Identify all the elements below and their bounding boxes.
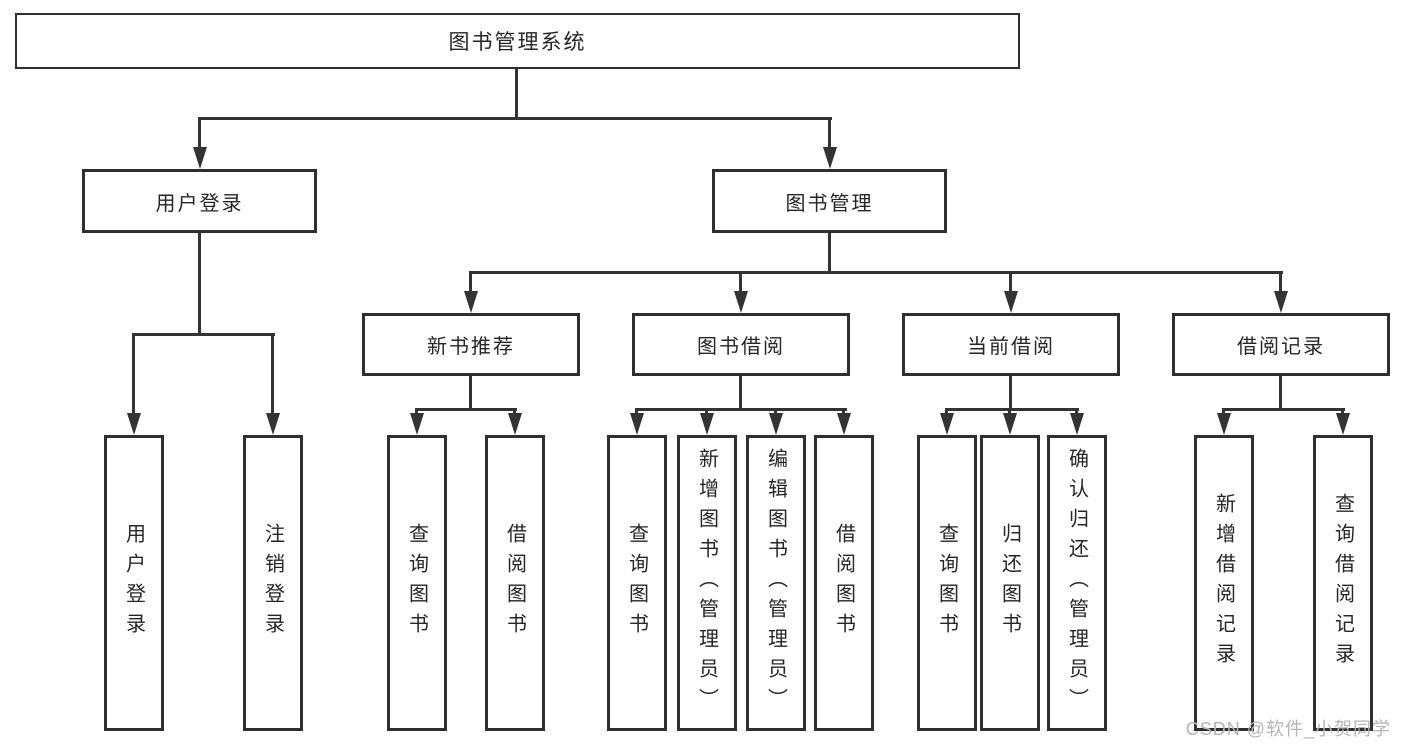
node-new-book-recommend: 新书推荐 — [362, 313, 580, 376]
arrowhead-login-leaf — [127, 413, 141, 435]
connector-drop-current-stem — [1009, 271, 1012, 295]
connector-book-mgmt-stem — [828, 233, 831, 274]
arrowhead-borrow — [734, 291, 748, 313]
arrowhead-g5a — [1217, 413, 1231, 435]
node-query-books-recommend: 查询图书 — [387, 435, 447, 731]
arrowhead-g2b — [508, 413, 522, 435]
node-book-management: 图书管理 — [712, 169, 947, 233]
connector-drop-records-stem — [1279, 271, 1282, 295]
connector-root-stem — [515, 69, 518, 119]
node-borrow-books-leaf: 借阅图书 — [814, 435, 874, 731]
arrowhead-logout — [266, 413, 280, 435]
connector-recommend-stem — [469, 376, 472, 411]
node-confirm-return-admin: 确认归还（管理员） — [1047, 435, 1107, 731]
arrowhead-g3d — [837, 413, 851, 435]
connector-drop-recommend-stem — [469, 271, 472, 295]
node-return-book: 归还图书 — [980, 435, 1040, 731]
connector-user-login-stem — [198, 233, 201, 336]
node-user-login-leaf: 用户登录 — [104, 435, 164, 731]
arrowhead-user-login — [193, 147, 207, 169]
node-borrow-books-recommend: 借阅图书 — [485, 435, 545, 731]
arrowhead-recommend — [464, 291, 478, 313]
arrowhead-book-mgmt — [823, 147, 837, 169]
connector-records-stem — [1279, 376, 1282, 411]
connector-drop-logout-stem — [271, 333, 274, 417]
arrowhead-g2a — [410, 413, 424, 435]
connector-recommend-split — [415, 408, 517, 411]
connector-user-login-split — [132, 333, 275, 336]
connector-drop-borrow-stem — [739, 271, 742, 295]
arrowhead-g3b — [700, 413, 714, 435]
connector-records-split — [1222, 408, 1345, 411]
connector-borrow-split — [635, 408, 847, 411]
node-book-borrow: 图书借阅 — [632, 313, 850, 376]
arrowhead-current — [1004, 291, 1018, 313]
connector-current-stem — [1009, 376, 1012, 411]
arrowhead-g5b — [1336, 413, 1350, 435]
node-borrow-records: 借阅记录 — [1172, 313, 1390, 376]
node-add-borrow-record: 新增借阅记录 — [1194, 435, 1254, 731]
arrowhead-g4c — [1070, 413, 1084, 435]
connector-borrow-stem — [739, 376, 742, 411]
connector-drop-user-login-stem — [198, 117, 201, 150]
watermark: CSDN @软件_小贺同学 — [1185, 719, 1391, 739]
arrowhead-g3c — [769, 413, 783, 435]
node-library-system: 图书管理系统 — [15, 13, 1020, 69]
connector-drop-login-leaf-stem — [132, 333, 135, 417]
node-query-borrow-record: 查询借阅记录 — [1313, 435, 1373, 731]
connector-current-split — [945, 408, 1079, 411]
node-user-login: 用户登录 — [82, 169, 317, 233]
node-edit-book-admin: 编辑图书（管理员） — [746, 435, 806, 731]
node-query-books-borrow: 查询图书 — [607, 435, 667, 731]
node-add-book-admin: 新增图书（管理员） — [677, 435, 737, 731]
connector-book-mgmt-split — [469, 271, 1283, 274]
node-current-borrow: 当前借阅 — [902, 313, 1120, 376]
connector-root-split — [198, 117, 832, 120]
arrowhead-records — [1274, 291, 1288, 313]
arrowhead-g3a — [630, 413, 644, 435]
connector-drop-book-mgmt-stem — [828, 117, 831, 150]
node-query-books-current: 查询图书 — [917, 435, 977, 731]
node-logout: 注销登录 — [243, 435, 303, 731]
arrowhead-g4a — [940, 413, 954, 435]
arrowhead-g4b — [1003, 413, 1017, 435]
